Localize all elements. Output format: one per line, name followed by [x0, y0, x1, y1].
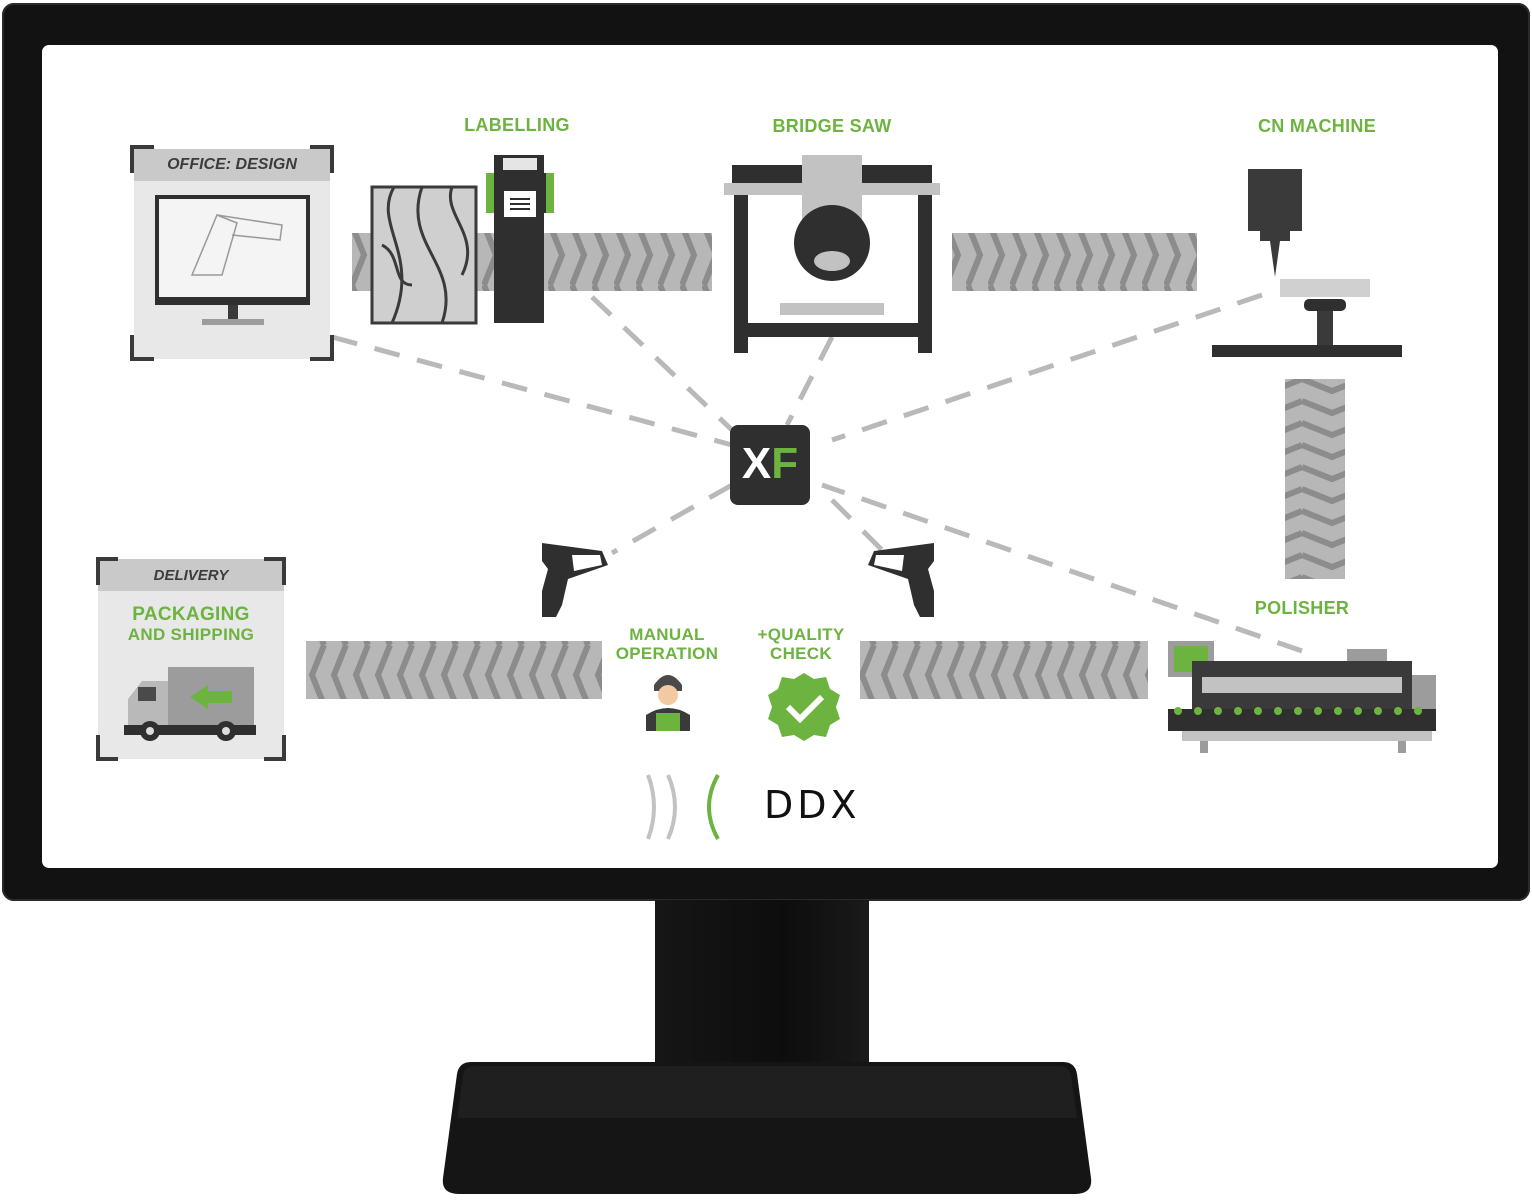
polisher-machine — [1168, 641, 1436, 753]
conveyor-saw-cn — [952, 233, 1197, 291]
xf-hub-f: F — [771, 439, 799, 488]
barcode-scanner-right-icon — [868, 543, 934, 617]
packaging-line-1: PACKAGING — [132, 604, 250, 625]
packaging-line-2: AND SHIPPING — [127, 625, 255, 644]
cn-machine — [1212, 169, 1402, 357]
xf-hub-text: XF — [730, 437, 810, 491]
bridge-saw-machine — [724, 155, 940, 353]
conveyor-polisher-check — [860, 641, 1148, 699]
monitor-screen: LABELLING BRIDGE SAW CN MACHINE POLISHER… — [42, 45, 1498, 868]
ddx-logo-icon — [646, 774, 720, 840]
workflow-diagram — [96, 145, 1436, 840]
data-links — [331, 292, 1303, 654]
packaging-label: PACKAGING AND SHIPPING — [98, 605, 284, 645]
worker-icon — [646, 675, 690, 731]
polisher-label: POLISHER — [1254, 598, 1350, 618]
cn-machine-label: CN MACHINE — [1258, 116, 1376, 136]
quality-line-1: +QUALITY — [757, 625, 845, 644]
office-design-station — [130, 145, 334, 361]
quality-check-badge-icon — [768, 673, 840, 741]
quality-line-2: CHECK — [770, 644, 832, 663]
manual-operation-label: MANUAL OPERATION — [602, 625, 732, 663]
quality-check-label: +QUALITY CHECK — [736, 625, 866, 663]
office-design-label: OFFICE: DESIGN — [167, 156, 297, 173]
delivery-label: DELIVERY — [153, 567, 229, 584]
manual-line-2: OPERATION — [615, 644, 719, 663]
ddx-brand-text: DDX — [764, 783, 861, 827]
barcode-scanner-left-icon — [542, 543, 608, 617]
bridge-saw-label: BRIDGE SAW — [772, 116, 892, 136]
labelling-station — [370, 155, 554, 325]
conveyor-cn-polisher — [1285, 379, 1345, 579]
manual-line-1: MANUAL — [629, 625, 705, 644]
labelling-label: LABELLING — [464, 115, 570, 135]
delivery-station — [96, 557, 286, 761]
conveyor-manual-delivery — [306, 641, 602, 699]
xf-hub-logo — [730, 425, 810, 505]
monitor-stand-base — [442, 1062, 1092, 1194]
monitor-bezel: LABELLING BRIDGE SAW CN MACHINE POLISHER… — [2, 3, 1530, 901]
xf-hub-x: X — [741, 439, 772, 488]
